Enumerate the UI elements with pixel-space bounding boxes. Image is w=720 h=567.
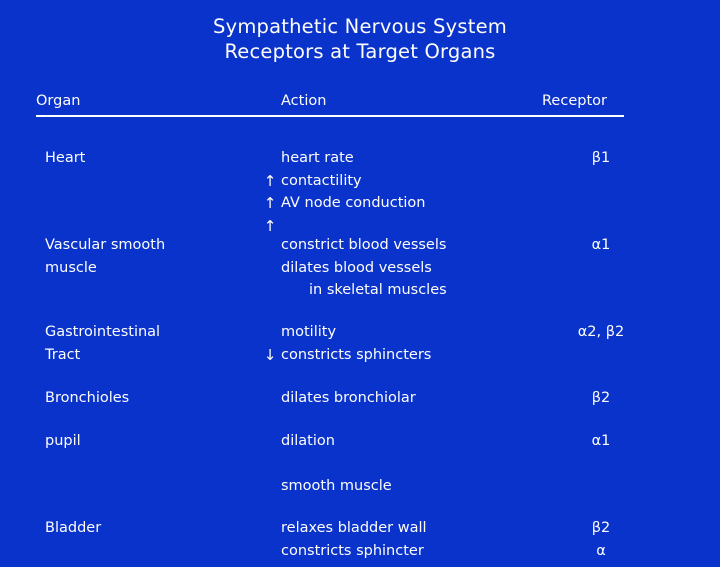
cell-receptor: β2 — [531, 387, 671, 410]
cell-direction-arrows: ↑ ↑ ↑ — [259, 147, 281, 237]
cell-organ: Bronchioles — [45, 387, 250, 410]
action-line: dilates blood vessels — [281, 259, 432, 276]
cell-organ: pupil — [45, 430, 250, 453]
action-line: contactility — [281, 172, 362, 189]
cell-action: dilation smooth muscle — [281, 430, 531, 498]
action-line: dilates bronchiolar — [281, 390, 416, 406]
receptor-label: β2 — [591, 520, 611, 536]
cell-receptor: α2, β2 — [531, 321, 671, 344]
column-header-receptor: Receptor — [542, 93, 607, 109]
organ-line: Tract — [45, 346, 81, 363]
organ-line: pupil — [45, 433, 81, 449]
action-line: AV node conduction — [281, 195, 426, 211]
table-row: Vascular smooth muscle constrict blood ves… — [0, 234, 720, 319]
column-header-organ: Organ — [36, 93, 81, 109]
receptor-table: Organ Action Receptor Heart ↑↑↑heart rat… — [0, 92, 720, 567]
table-row: Bronchioles dilates bronchiolar β2 — [0, 387, 720, 413]
cell-action: constrict blood vessels dilates blood ves… — [281, 234, 531, 302]
action-line: constricts sphincter — [281, 542, 424, 559]
organ-line: Heart — [45, 150, 86, 166]
arrow-up-icon: ↑ — [263, 216, 277, 235]
organ-line: Bronchioles — [45, 390, 130, 406]
title-line-2: Receptors at Target Organs — [224, 40, 496, 63]
cell-receptor: α1 — [531, 430, 671, 453]
column-header-action: Action — [281, 93, 327, 109]
cell-receptor: β1 — [531, 147, 671, 170]
table-row: pupil dilation smooth muscle α1 — [0, 430, 720, 500]
cell-organ: Bladder — [45, 517, 250, 540]
cell-receptor: α1 — [531, 234, 671, 257]
receptor-label: α — [596, 542, 606, 559]
action-line: relaxes bladder wall — [281, 520, 427, 536]
cell-action: dilates bronchiolar — [281, 387, 531, 410]
action-line: in skeletal muscles — [309, 282, 447, 298]
page-title: Sympathetic Nervous System Receptors at … — [0, 14, 720, 64]
arrow-down-icon: ↓ — [263, 345, 277, 364]
arrow-up-icon: ↑ — [263, 194, 277, 212]
organ-line: Gastrointestinal — [45, 324, 161, 340]
action-line: constricts sphincters — [281, 346, 432, 363]
title-line-1: Sympathetic Nervous System — [213, 15, 507, 38]
receptor-label: α1 — [591, 433, 611, 449]
cell-organ: Vascular smooth muscle — [45, 234, 250, 279]
receptor-label: β2 — [591, 390, 611, 406]
table-header-row: Organ Action Receptor — [36, 92, 624, 117]
receptor-label: β1 — [591, 150, 611, 166]
receptor-label: α1 — [591, 237, 611, 253]
cell-action: heart rate contactility AV node conductio… — [281, 147, 531, 237]
cell-action: motility constricts sphincters — [281, 321, 531, 366]
action-line: dilation — [281, 433, 335, 449]
organ-line: Vascular smooth — [45, 237, 166, 253]
cell-direction-arrows: ↓ — [259, 321, 281, 366]
action-line: motility — [281, 324, 337, 340]
cell-organ: Heart — [45, 147, 250, 170]
table-row: Bladder relaxes bladder wall constricts sp… — [0, 517, 720, 567]
receptor-label: α2, β2 — [577, 324, 625, 340]
action-line: smooth muscle — [281, 478, 392, 494]
organ-line: muscle — [45, 259, 97, 276]
arrow-up-icon: ↑ — [263, 171, 277, 190]
organ-line: Bladder — [45, 520, 102, 536]
action-line: heart rate — [281, 150, 354, 166]
action-line: constrict blood vessels — [281, 237, 447, 253]
